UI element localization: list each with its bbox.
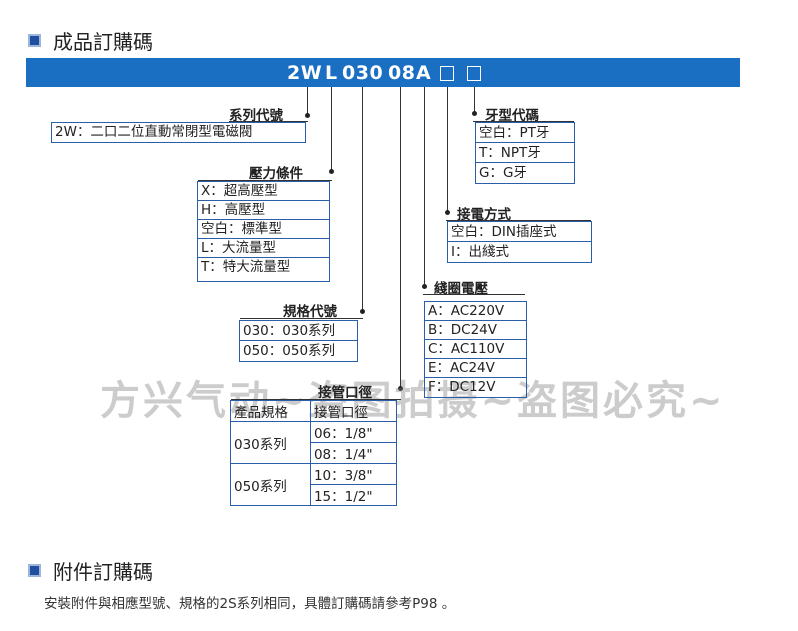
spec-row: 030：030系列 (240, 321, 357, 341)
code-part-030: 030 (342, 62, 384, 84)
thread-row: G：G牙 (479, 165, 527, 181)
series-box: 2W：二口二位直動常閉型電磁閥 (51, 122, 306, 143)
port-col-size: 接管口徑 (309, 400, 398, 422)
code-blank-box-1 (440, 62, 454, 84)
port-group-name: 030系列 (230, 421, 311, 464)
voltage-row: A：AC220V (425, 302, 526, 321)
voltage-box: A：AC220V B：DC24V C：AC110V E：AC24V F：DC12… (424, 301, 527, 398)
pressure-row: 空白：標準型 (198, 220, 329, 239)
pressure-row: T：特大流量型 (201, 259, 291, 275)
pressure-row: L：大流量型 (198, 239, 329, 258)
connector-series (307, 87, 308, 115)
port-item: 06：1/8" (309, 421, 398, 443)
wiring-box: 空白：DIN插座式 I：出綫式 (447, 221, 592, 263)
wiring-header: 接電方式 (457, 207, 511, 223)
header-underline (446, 220, 591, 221)
connector-dot (360, 309, 365, 314)
pressure-row: H：高壓型 (198, 201, 329, 220)
port-item: 10：3/8" (309, 463, 398, 485)
port-group-name: 050系列 (230, 463, 311, 506)
port-item: 15：1/2" (309, 484, 398, 506)
wiring-row: 空白：DIN插座式 (448, 222, 591, 242)
pressure-box: X：超高壓型 H：高壓型 空白：標準型 L：大流量型 T：特大流量型 (197, 181, 330, 282)
square-bullet-icon (28, 564, 41, 577)
series-row: 2W：二口二位直動常閉型電磁閥 (55, 124, 253, 140)
wiring-row: I：出綫式 (451, 244, 509, 260)
connector-thread (474, 87, 475, 113)
connector-dot (422, 284, 427, 289)
spec-header: 規格代號 (283, 304, 337, 320)
header-underline (423, 294, 525, 295)
thread-header: 牙型代碼 (485, 108, 539, 124)
section-title-text: 附件訂購碼 (53, 560, 153, 584)
voltage-row: B：DC24V (425, 321, 526, 340)
connector-dot (445, 210, 450, 215)
spec-box: 030：030系列 050：050系列 (239, 320, 358, 362)
voltage-header: 綫圈電壓 (434, 281, 488, 297)
pressure-header: 壓力條件 (249, 166, 303, 182)
connector-dot (398, 386, 403, 391)
connector-spec (362, 87, 363, 311)
port-item: 08：1/4" (309, 442, 398, 464)
code-part-a: A (416, 62, 432, 84)
order-code-bar (26, 58, 740, 87)
spec-row: 050：050系列 (243, 343, 336, 359)
accessory-note: 安裝附件與相應型號、規格的2S系列相同，具體訂購碼請參考P98 。 (44, 596, 456, 612)
watermark-text: 方兴气动~盗图拍摄~盗图必究~ (100, 378, 726, 424)
connector-dot (329, 169, 334, 174)
thread-row: 空白：PT牙 (476, 123, 574, 143)
code-part-l: L (325, 62, 338, 84)
port-table: 產品規格 接管口徑 030系列 06：1/8" 08：1/4" 050系列 10… (230, 400, 398, 506)
voltage-row: E：AC24V (425, 359, 526, 378)
voltage-row: C：AC110V (425, 340, 526, 359)
connector-pressure (331, 87, 332, 171)
connector-wiring (447, 87, 448, 212)
port-header: 接管口徑 (318, 385, 372, 401)
header-underline (240, 318, 363, 319)
code-part-08: 08 (388, 62, 416, 84)
connector-voltage (424, 87, 425, 286)
section-title-product-code: 成品訂購碼 (28, 26, 153, 55)
header-underline (231, 399, 401, 400)
port-col-spec: 產品規格 (230, 400, 311, 422)
section-title-text: 成品訂購碼 (53, 30, 153, 54)
series-header: 系列代號 (229, 108, 283, 124)
header-underline (229, 121, 308, 122)
thread-row: T：NPT牙 (476, 143, 574, 163)
code-part-2w: 2W (287, 62, 323, 84)
thread-box: 空白：PT牙 T：NPT牙 G：G牙 (475, 122, 575, 184)
square-bullet-icon (28, 34, 41, 47)
connector-dot (472, 111, 477, 116)
voltage-row: F：DC12V (428, 379, 496, 395)
connector-port (400, 87, 401, 388)
header-underline (473, 121, 574, 122)
pressure-row: X：超高壓型 (198, 182, 329, 201)
code-blank-box-2 (467, 62, 481, 84)
header-underline (198, 180, 332, 181)
section-title-accessory-code: 附件訂購碼 (28, 556, 153, 585)
connector-dot (305, 113, 310, 118)
